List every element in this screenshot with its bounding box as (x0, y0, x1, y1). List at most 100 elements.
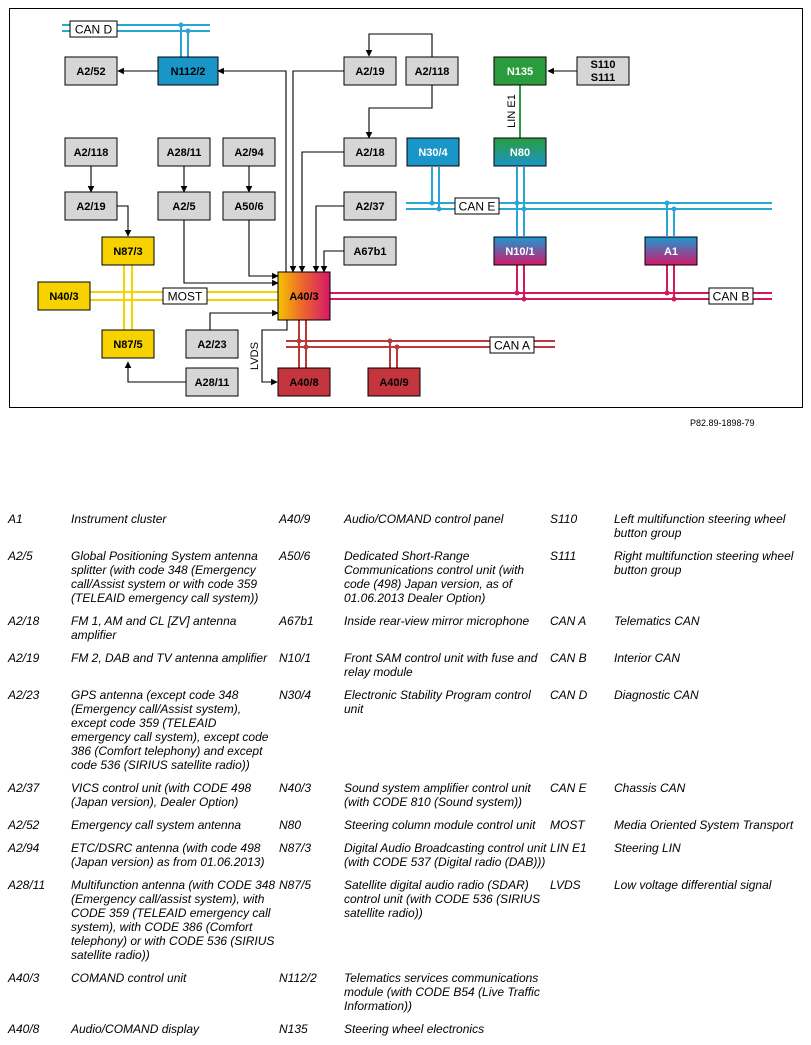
svg-text:A50/6: A50/6 (234, 201, 263, 213)
svg-text:N87/5: N87/5 (113, 339, 142, 351)
legend-code: A2/23 (8, 688, 40, 702)
svg-text:A2/118: A2/118 (415, 66, 450, 78)
node-a1: A1 (644, 236, 698, 266)
svg-text:A2/52: A2/52 (76, 66, 105, 78)
svg-text:N40/3: N40/3 (49, 291, 78, 303)
legend-code: A1 (8, 512, 23, 526)
legend-code: A40/9 (279, 512, 311, 526)
legend-description: Low voltage differential signal (614, 878, 772, 892)
node-a40-9: A40/9 (367, 367, 421, 397)
legend-code: N112/2 (279, 971, 317, 985)
legend-code: A2/18 (8, 614, 40, 628)
legend-description: Instrument cluster (71, 512, 167, 526)
legend-description: Steering LIN (614, 841, 681, 855)
can-a-label: CAN A (494, 339, 530, 353)
legend-description: FM 1, AM and CL [ZV] antenna amplifier (71, 614, 237, 642)
node-n112-2: N112/2 (157, 56, 219, 86)
svg-text:A2/23: A2/23 (197, 339, 226, 351)
node-a2-94: A2/94 (222, 137, 276, 167)
legend-code: A28/11 (8, 878, 46, 892)
legend-description: Steering column module control unit (344, 818, 536, 832)
legend-code: A2/19 (8, 651, 40, 665)
legend-code: LVDS (550, 878, 581, 892)
legend-description: Front SAM control unit with fuse and rel… (344, 651, 538, 679)
legend-code: CAN A (550, 614, 587, 628)
node-a2-19-top: A2/19 (343, 56, 397, 86)
svg-text:N30/4: N30/4 (418, 147, 448, 159)
legend-code (550, 971, 614, 1022)
signal-arrows (87, 33, 577, 386)
legend-description: GPS antenna (except code 348 (Emergency … (71, 688, 269, 772)
svg-text:N112/2: N112/2 (171, 66, 206, 78)
legend-code: N30/4 (279, 688, 312, 702)
node-a50-6: A50/6 (222, 191, 276, 221)
svg-text:A40/9: A40/9 (379, 377, 408, 389)
svg-text:A2/19: A2/19 (76, 201, 105, 213)
legend-code: A2/37 (8, 781, 40, 795)
legend-code: S111 (550, 549, 577, 563)
legend-description: Left multifunction steering wheel button… (614, 512, 786, 540)
legend-description: Dedicated Short-Range Communications con… (344, 549, 525, 605)
svg-text:N10/1: N10/1 (505, 246, 534, 258)
legend-code: A2/94 (8, 841, 40, 855)
legend-description: Audio/COMAND control panel (344, 512, 504, 526)
legend-description: Digital Audio Broadcasting control unit … (344, 841, 547, 869)
legend-code: N80 (279, 818, 302, 832)
node-n30-4: N30/4 (406, 137, 460, 167)
node-a2-5: A2/5 (157, 191, 211, 221)
node-a67b1: A67b1 (343, 236, 397, 266)
svg-text:N135: N135 (507, 66, 533, 78)
lin-e1-label: LIN E1 (506, 94, 518, 128)
svg-text:A67b1: A67b1 (353, 246, 386, 258)
legend-description: ETC/DSRC antenna (with code 498 (Japan v… (71, 841, 265, 869)
figure-id: P82.89-1898-79 (690, 418, 755, 428)
legend-description: Right multifunction steering wheel butto… (614, 549, 794, 577)
svg-text:A2/5: A2/5 (172, 201, 195, 213)
svg-text:N87/3: N87/3 (113, 246, 142, 258)
legend-code: S110 (550, 512, 578, 526)
node-a2-18: A2/18 (343, 137, 397, 167)
legend-description: Inside rear-view mirror microphone (344, 614, 530, 628)
node-a2-52: A2/52 (64, 56, 118, 86)
legend-row: A28/11 Multifunction antenna (with CODE 3… (8, 878, 804, 971)
legend-code: LIN E1 (550, 841, 587, 855)
legend-description: Diagnostic CAN (614, 688, 699, 702)
svg-text:A2/18: A2/18 (355, 147, 384, 159)
legend-table: A1 Instrument cluster A40/9 Audio/COMAND co… (8, 512, 804, 1045)
svg-text:S111: S111 (591, 72, 615, 84)
legend-description: Interior CAN (614, 651, 681, 665)
svg-text:A2/94: A2/94 (234, 147, 264, 159)
svg-text:S110: S110 (590, 59, 615, 71)
legend-description: Chassis CAN (614, 781, 686, 795)
legend-code: A50/6 (279, 549, 311, 563)
legend-row: A2/94 ETC/DSRC antenna (with code 498 (Ja… (8, 841, 804, 878)
can-d-label: CAN D (75, 23, 113, 37)
svg-text:A2/37: A2/37 (355, 201, 384, 213)
node-a28-11-bottom: A28/11 (185, 367, 239, 397)
legend-description: FM 2, DAB and TV antenna amplifier (71, 651, 268, 665)
legend-description: Telematics services communications modul… (344, 971, 540, 1013)
legend-description: Global Positioning System antenna splitt… (71, 549, 259, 605)
legend-code: MOST (550, 818, 585, 832)
legend-row: A2/23 GPS antenna (except code 348 (Emerg… (8, 688, 804, 781)
node-s110-s111: S110 S111 (576, 56, 630, 86)
legend-code: CAN D (550, 688, 588, 702)
legend-description (614, 971, 804, 1022)
can-e-label: CAN E (459, 200, 496, 214)
legend-code: A2/52 (8, 818, 40, 832)
legend-code: CAN E (550, 781, 587, 795)
legend-description: Steering wheel electronics (344, 1022, 485, 1036)
legend-code (550, 1022, 614, 1045)
legend-description (614, 1022, 804, 1045)
legend-description: Media Oriented System Transport (614, 818, 794, 832)
svg-text:A40/3: A40/3 (289, 291, 318, 303)
legend-description: Multifunction antenna (with CODE 348 (Em… (71, 878, 276, 962)
legend-code: N10/1 (279, 651, 312, 665)
legend-description: Audio/COMAND display (71, 1022, 200, 1036)
node-a40-3: A40/3 (277, 271, 331, 321)
node-n135: N135 (493, 56, 547, 86)
